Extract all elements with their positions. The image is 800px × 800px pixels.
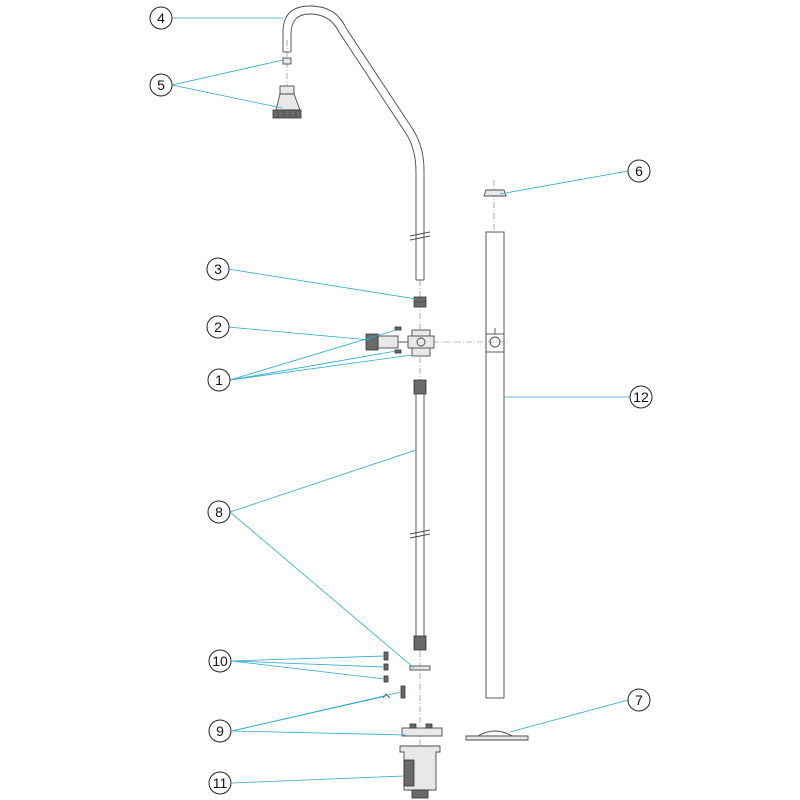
callout-7: 7 [627,688,651,712]
shower-arm [282,5,431,281]
column-cap [483,189,507,197]
callout-label: 4 [157,10,165,26]
callout-3: 3 [206,257,230,281]
valve-body [365,326,435,357]
column-base [465,730,529,741]
callout-11: 11 [208,771,232,795]
callout-label: 1 [215,372,223,388]
center-lines [286,40,510,745]
callout-1: 1 [207,368,231,392]
callout-label: 6 [635,163,643,179]
callout-label: 12 [633,389,649,405]
callout-label: 8 [215,504,223,520]
shower-head [272,57,302,119]
screws [383,651,389,683]
column [485,231,505,699]
callout-label: 9 [216,723,224,739]
callout-5: 5 [149,73,173,97]
leader-lines [171,17,630,784]
callout-label: 5 [157,77,165,93]
callout-8: 8 [207,500,231,524]
callout-12: 12 [629,385,653,409]
callout-label: 3 [214,261,222,277]
base-flange [382,685,443,737]
lower-pipe [409,379,431,671]
callout-label: 10 [212,653,228,669]
callout-4: 4 [149,6,173,30]
callout-label: 2 [214,319,222,335]
callout-label: 7 [635,692,643,708]
callout-6: 6 [627,159,651,183]
callout-9: 9 [208,719,232,743]
fitting [413,296,427,308]
callout-label: 11 [213,775,228,791]
anchor-socket [399,745,441,799]
callout-2: 2 [206,315,230,339]
callout-10: 10 [208,649,232,673]
